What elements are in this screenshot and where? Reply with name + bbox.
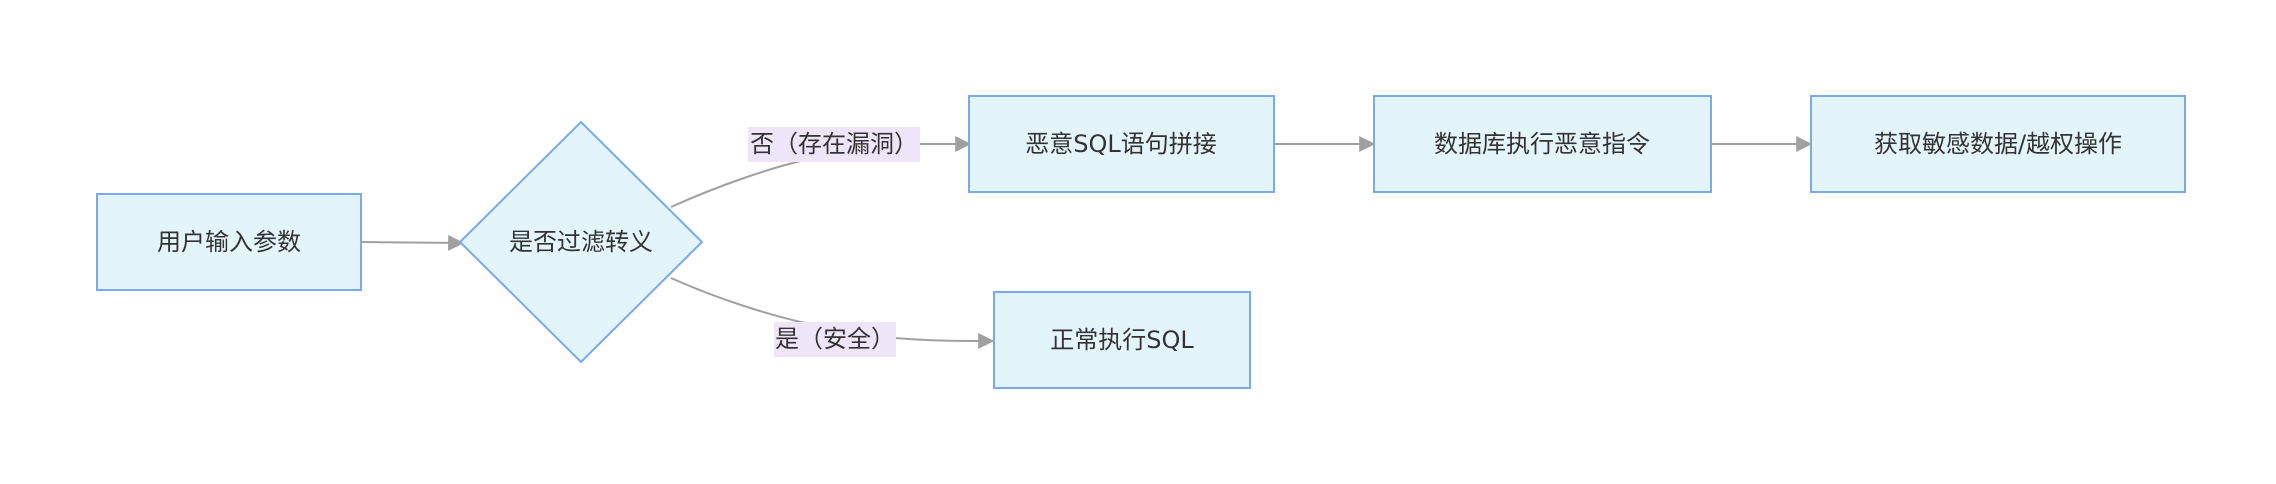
edge-label-no: 否（存在漏洞） — [748, 127, 920, 162]
node-filter-decision: 是否过滤转义 — [458, 120, 704, 364]
node-malicious-sql: 恶意SQL语句拼接 — [968, 95, 1275, 193]
edge-label-no-text: 否（存在漏洞） — [750, 130, 918, 158]
node-data-breach-label: 获取敏感数据/越权操作 — [1874, 130, 2122, 158]
edge-label-yes-to-normal — [894, 332, 995, 349]
node-normal-sql: 正常执行SQL — [993, 291, 1251, 389]
node-malicious-sql-label: 恶意SQL语句拼接 — [1025, 130, 1217, 158]
edge-filter-to-normal — [670, 277, 806, 324]
node-user-input-label: 用户输入参数 — [157, 228, 301, 256]
node-db-execute: 数据库执行恶意指令 — [1373, 95, 1712, 193]
node-filter-decision-label: 是否过滤转义 — [509, 228, 653, 256]
edge-label-yes: 是（安全） — [774, 322, 896, 357]
edge-filter-to-malicious — [670, 159, 810, 208]
edge-input-to-filter — [360, 234, 465, 251]
node-normal-sql-label: 正常执行SQL — [1050, 326, 1194, 354]
node-data-breach: 获取敏感数据/越权操作 — [1810, 95, 2186, 193]
edge-label-yes-text: 是（安全） — [775, 325, 895, 353]
node-user-input: 用户输入参数 — [96, 193, 362, 291]
node-db-execute-label: 数据库执行恶意指令 — [1434, 130, 1650, 158]
